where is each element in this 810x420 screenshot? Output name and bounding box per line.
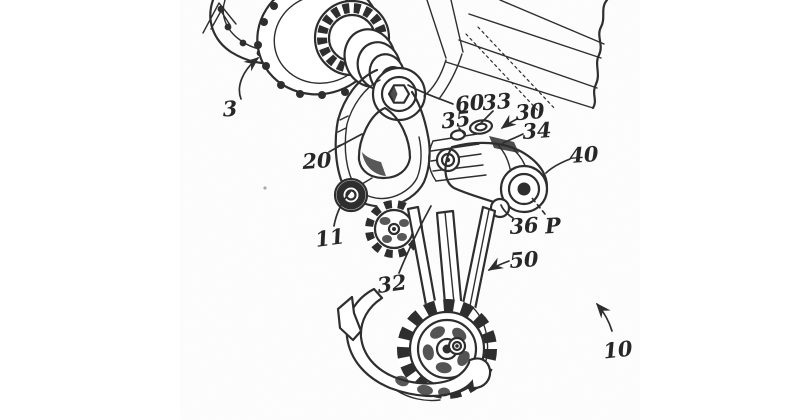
ref-numeral-3: 3: [222, 96, 238, 122]
ref-label-40: 40: [545, 141, 600, 174]
ref-numeral-10: 10: [602, 336, 634, 364]
guard-plate-bumper: [336, 295, 363, 342]
roller-tab: [361, 177, 373, 185]
leader-line-20: [328, 133, 363, 153]
chainstay-bottom-edge: [445, 61, 594, 109]
ref-numeral-50: 50: [508, 246, 539, 273]
frame-tubes: [423, 0, 609, 117]
chainstay-top-edge: [468, 13, 602, 59]
leader-line-30: [500, 114, 518, 129]
leader-line-33: [480, 110, 494, 124]
leader-line-35: [458, 127, 466, 136]
leader-line-36: [500, 204, 514, 219]
ref-label-11: 11: [314, 191, 351, 252]
leader-line-60: [407, 84, 454, 105]
plate-bottom-line: [395, 389, 441, 402]
screw-head: [474, 122, 488, 132]
knuckle-inner-line: [344, 79, 422, 200]
hidden-line: [465, 33, 544, 117]
ref-numeral-30: 30: [514, 98, 546, 125]
tube-break-line: [591, 0, 609, 110]
ref-label-20: 20: [300, 133, 363, 174]
spoke-flange-flap: [202, 2, 237, 34]
leader-line-32: [398, 205, 432, 274]
ref-label-34: 34: [502, 117, 552, 144]
ref-label-3: 3: [222, 57, 260, 122]
ref-label-35: 35: [440, 106, 472, 136]
derailleur-body: [428, 119, 549, 219]
ref-numeral-P: P: [543, 212, 563, 238]
knuckle-cutout: [357, 106, 412, 180]
ref-numeral-33: 33: [481, 88, 512, 115]
right-bracket: [468, 357, 492, 390]
hidden-line-2: [477, 26, 557, 111]
leader-line-P: [531, 197, 546, 215]
chainstay-top-face: [499, 0, 605, 45]
thru-axle-bolt: [371, 66, 427, 122]
rear-hub: [202, 0, 427, 190]
leader-line-10: [596, 302, 613, 332]
end-cap-bolt: [517, 182, 531, 196]
ref-numeral-36: 36: [508, 212, 539, 239]
ref-label-36: 36: [500, 204, 540, 239]
leader-line-3: [238, 57, 260, 100]
ref-numeral-11: 11: [314, 223, 346, 252]
seatstay-edge: [426, 0, 447, 59]
outer-cage-plate: [336, 287, 492, 402]
ref-label-10: 10: [596, 302, 634, 364]
chainstay-inner-line: [458, 39, 598, 89]
ref-label-33: 33: [480, 88, 512, 124]
ref-label-60: 60: [407, 84, 486, 117]
leader-line-40: [545, 158, 571, 174]
leader-line-11: [333, 191, 351, 227]
ref-numeral-35: 35: [440, 106, 472, 134]
ref-numeral-34: 34: [521, 117, 552, 144]
leader-line-50: [487, 257, 510, 271]
ref-label-32: 32: [376, 205, 432, 298]
dropout-edge-2: [438, 53, 463, 100]
ref-numeral-40: 40: [568, 141, 599, 168]
ref-numeral-60: 60: [454, 89, 486, 117]
ref-label-50: 50: [487, 246, 540, 273]
ref-numeral-32: 32: [376, 269, 408, 298]
hub-axle-steps: [343, 28, 409, 98]
ref-label-30: 30: [500, 98, 546, 129]
scan-speck: [263, 186, 267, 190]
seatstay-edge-2: [450, 0, 464, 53]
clamp-left-edge: [428, 140, 437, 182]
ref-numeral-20: 20: [300, 147, 332, 174]
ref-label-P: P: [531, 197, 563, 239]
reference-labels: 3 60 33 30 34 35 40 20: [222, 57, 634, 364]
leader-line-34: [502, 133, 524, 144]
lower-pulley-teeth: [397, 299, 497, 399]
